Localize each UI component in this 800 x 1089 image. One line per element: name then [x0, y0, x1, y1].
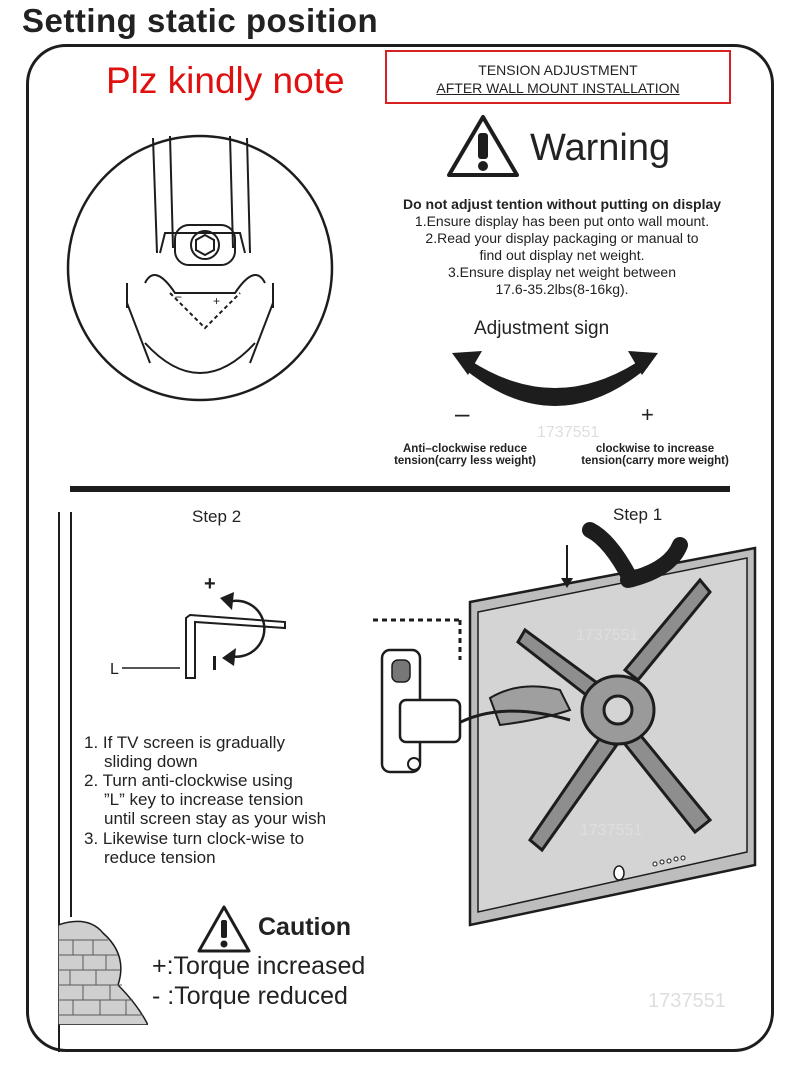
tension-knob-detail-illustration: − + — [66, 134, 334, 402]
minus-sign: – — [455, 398, 470, 428]
wall-line-outer — [58, 512, 60, 1052]
brick-wall-illustration — [58, 920, 148, 1025]
plus-sign: + — [641, 402, 654, 427]
anti-clockwise-label-line2: tension(carry less weight) — [394, 455, 536, 467]
instruction-step-2b: ”L” key to increase tension — [104, 790, 304, 809]
warning-heading: Do not adjust tention without putting on… — [402, 196, 722, 212]
anti-clockwise-label-line1: Anti–clockwise reduce — [403, 443, 527, 455]
svg-text:+: + — [213, 294, 220, 308]
tv-wall-mount-illustration — [370, 522, 757, 927]
warning-instruction-3a: 3.Ensure display net weight between — [447, 264, 677, 280]
tension-box-line1: TENSION ADJUSTMENT — [478, 62, 638, 78]
watermark-1: 1737551 — [537, 424, 600, 441]
step-1-label: Step 1 — [613, 505, 663, 524]
wall-line-inner — [70, 512, 72, 917]
clockwise-label-line2: tension(carry more weight) — [581, 455, 729, 467]
key-plus-sign: + — [204, 573, 216, 595]
curved-double-arrow-icon — [452, 351, 658, 406]
instruction-step-3a: 3. Likewise turn clock-wise to — [84, 829, 305, 848]
instruction-step-2c: until screen stay as your wish — [104, 809, 327, 828]
note-text: Plz kindly note — [106, 60, 345, 101]
warning-triangle-icon — [447, 115, 519, 177]
svg-text:−: − — [175, 290, 182, 304]
caution-triangle-icon — [197, 905, 251, 953]
page-title: Setting static position — [22, 2, 379, 39]
watermark-4: 1737551 — [648, 990, 726, 1012]
tension-adjustment-box: TENSION ADJUSTMENT AFTER WALL MOUNT INST… — [385, 50, 731, 104]
instruction-step-1a: 1. If TV screen is gradually — [84, 733, 285, 752]
instruction-step-1b: sliding down — [104, 752, 198, 771]
clockwise-label-line1: clockwise to increase — [595, 443, 715, 455]
torque-increased-text: +:Torque increased — [152, 952, 366, 980]
key-l-label: L — [110, 661, 119, 678]
step-2-label: Step 2 — [192, 507, 242, 526]
caution-title: Caution — [258, 913, 352, 941]
content-frame — [26, 44, 774, 1052]
warning-instruction-2b: find out display net weight. — [479, 247, 645, 263]
warning-title: Warning — [530, 127, 671, 169]
watermark-2: 1737551 — [576, 627, 639, 644]
l-key-rotation-illustration: + L — [110, 573, 286, 679]
instruction-step-2a: 2. Turn anti-clockwise using — [84, 771, 293, 790]
anti-clockwise-label: Anti–clockwise reduce tension(carry less… — [375, 443, 555, 467]
warning-instruction-2a: 2.Read your display packaging or manual … — [425, 230, 699, 246]
tension-box-line2: AFTER WALL MOUNT INSTALLATION — [436, 80, 680, 96]
warning-instruction-1: 1.Ensure display has been put onto wall … — [414, 213, 710, 229]
torque-reduced-text: - :Torque reduced — [152, 982, 348, 1010]
watermark-3: 1737551 — [580, 822, 643, 839]
warning-instruction-3b: 17.6-35.2lbs(8-16kg). — [495, 281, 629, 297]
section-divider — [70, 486, 730, 492]
clockwise-label: clockwise to increase tension(carry more… — [560, 443, 750, 467]
instruction-step-3b: reduce tension — [104, 848, 216, 867]
adjustment-sign-title: Adjustment sign — [474, 318, 610, 339]
